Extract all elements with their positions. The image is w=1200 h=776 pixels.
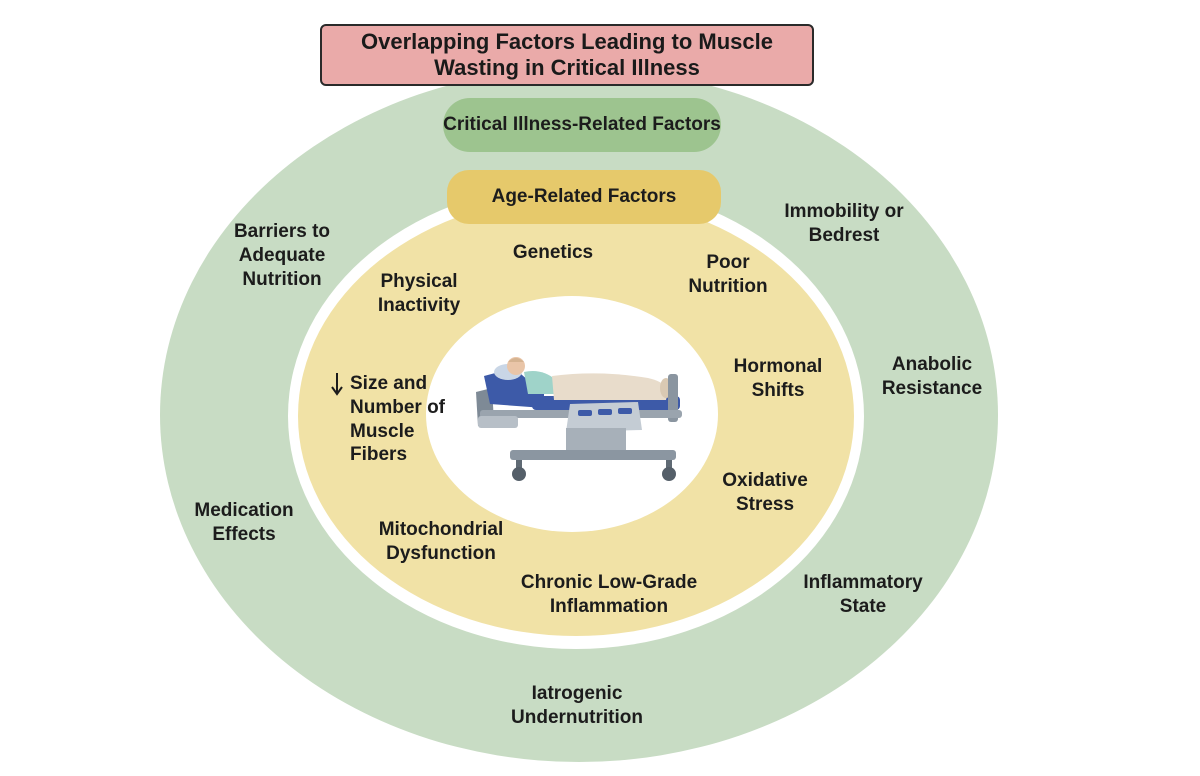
critical-illness-heading: Critical Illness-Related Factors [443, 98, 721, 152]
factor-hormonal-shifts: Hormonal Shifts [733, 356, 823, 401]
factor-genetics: Genetics [512, 242, 594, 263]
hospital-bed-patient-icon [476, 357, 682, 481]
factor-barriers-to-nutrition: Barriers to Adequate Nutrition [233, 221, 331, 290]
diagram-title: Overlapping Factors Leading to Muscle Wa… [320, 24, 814, 86]
factor-immobility: Immobility or Bedrest [784, 201, 904, 246]
factor-iatrogenic-undernutrition: Iatrogenic Undernutrition [511, 683, 643, 728]
down-arrow-icon [331, 373, 343, 396]
factor-poor-nutrition: Poor Nutrition [688, 252, 768, 297]
factor-chronic-inflammation: Chronic Low-Grade Inflammation [520, 572, 698, 617]
factor-anabolic-resistance: Anabolic Resistance [881, 354, 983, 399]
factor-inflammatory-state: Inflammatory State [803, 572, 923, 617]
factor-medication-effects: Medication Effects [194, 500, 294, 545]
factor-muscle-fiber-size: Size and Number of Muscle Fibers [350, 373, 445, 466]
factor-mitochondrial-dysfunction: Mitochondrial Dysfunction [378, 519, 504, 564]
age-related-heading: Age-Related Factors [447, 170, 721, 224]
factor-physical-inactivity: Physical Inactivity [377, 271, 461, 316]
factor-oxidative-stress: Oxidative Stress [722, 470, 808, 515]
